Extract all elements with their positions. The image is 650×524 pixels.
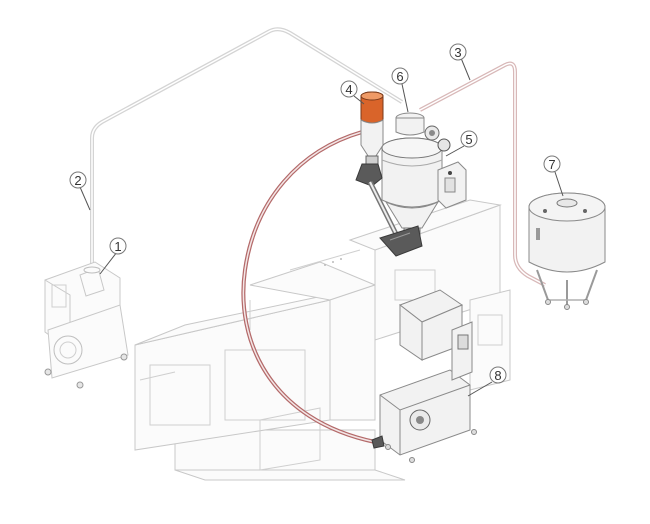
callout-label-1: 1	[114, 239, 121, 254]
callout-4: 4	[340, 80, 358, 98]
molding-machine	[134, 199, 511, 481]
callout-1: 1	[109, 237, 127, 255]
material-tank	[528, 192, 606, 310]
dryer-hopper	[381, 112, 467, 237]
pipe-line-2	[90, 27, 404, 272]
callout-8: 8	[489, 366, 507, 384]
callout-2: 2	[69, 171, 87, 189]
callout-label-4: 4	[345, 82, 352, 97]
callout-6: 6	[391, 67, 409, 85]
callout-label-7: 7	[548, 157, 555, 172]
callout-label-8: 8	[494, 368, 501, 383]
callout-label-3: 3	[454, 45, 461, 60]
granulator	[371, 289, 477, 463]
callout-label-2: 2	[74, 173, 81, 188]
vacuum-loader-unit	[44, 261, 129, 389]
callout-5: 5	[460, 130, 478, 148]
callout-3: 3	[449, 43, 467, 61]
callout-7: 7	[543, 155, 561, 173]
callout-label-6: 6	[396, 69, 403, 84]
hopper-loader	[355, 91, 423, 257]
callout-label-5: 5	[465, 132, 472, 147]
callout-leaders	[79, 57, 564, 397]
